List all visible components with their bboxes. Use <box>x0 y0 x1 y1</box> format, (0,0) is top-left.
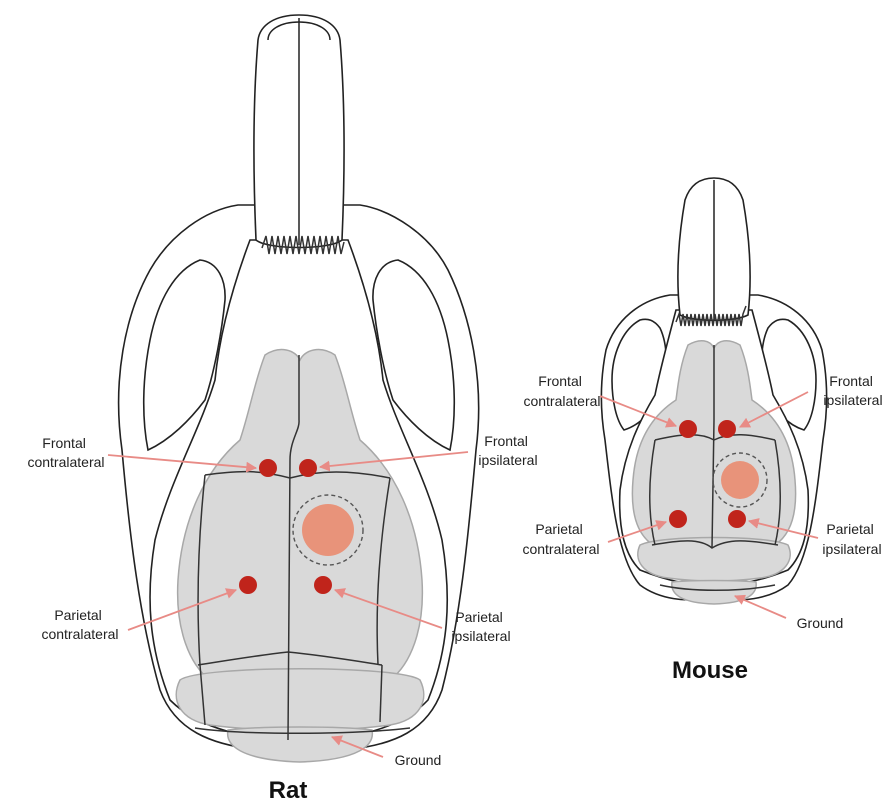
mouse-frontal-contralateral-electrode <box>679 420 697 438</box>
rat-parietal-ipsilateral-electrode <box>314 576 332 594</box>
mouse-frontal-contra-label: Frontal contralateral <box>523 373 600 409</box>
rat-parietal-contralateral-electrode <box>239 576 257 594</box>
rat-frontal-contra-label: Frontal contralateral <box>27 435 104 470</box>
rat-frontal-ipsilateral-electrode <box>299 459 317 477</box>
rat-title: Rat <box>269 777 308 804</box>
rat-parietal-contra-label: Parietal contralateral <box>41 607 118 642</box>
mouse-target-area <box>721 461 759 499</box>
mouse-frontal-ipsilateral-electrode <box>718 420 736 438</box>
rat-frontal-contralateral-electrode <box>259 459 277 477</box>
mouse-parietal-contralateral-electrode <box>669 510 687 528</box>
rat-target-area <box>302 504 354 556</box>
mouse-parietal-ipsilateral-electrode <box>728 510 746 528</box>
mouse-title: Mouse <box>672 657 748 684</box>
rat-skull: Frontal contralateral Frontal ipsilatera… <box>27 15 537 804</box>
rat-parietal-ipsi-label: Parietal ipsilateral <box>451 609 510 644</box>
mouse-parietal-ipsi-label: Parietal ipsilateral <box>822 521 881 557</box>
mouse-parietal-contra-label: Parietal contralateral <box>522 521 599 557</box>
mouse-ground-label: Ground <box>797 615 844 631</box>
mouse-arrow-ground <box>735 596 786 618</box>
rat-ground-label: Ground <box>395 752 442 768</box>
mouse-skull: Frontal contralateral Frontal ipsilatera… <box>522 178 882 684</box>
rat-frontal-ipsi-label: Frontal ipsilateral <box>478 433 537 468</box>
mouse-frontal-ipsi-label: Frontal ipsilateral <box>823 373 882 408</box>
